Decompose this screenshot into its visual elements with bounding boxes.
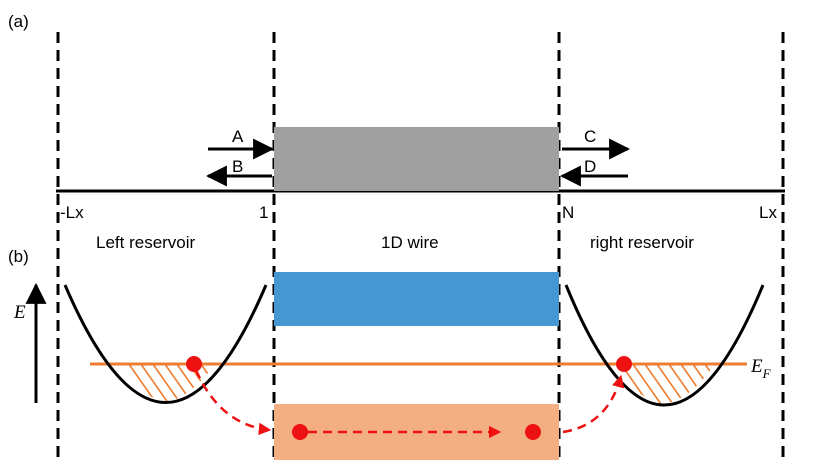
region-right: right reservoir: [590, 233, 694, 252]
transfer-arrow-out: [562, 374, 625, 434]
pos-wire-end: N: [562, 203, 574, 222]
fermi-level-label: EF: [750, 356, 772, 381]
flux-arrows: [205, 138, 631, 187]
right-filled-states: [613, 364, 715, 404]
transfer-arrows: [194, 369, 625, 439]
electron-wire-start: [292, 424, 308, 440]
upper-band: [274, 272, 559, 326]
panel-a-label: (a): [8, 12, 29, 31]
pos-wire-start: 1: [259, 203, 268, 222]
potential-barrier: [274, 127, 559, 191]
arrow-a-label: A: [232, 127, 244, 146]
arrow-d-label: D: [584, 157, 596, 176]
region-middle: 1D wire: [381, 233, 439, 252]
panel-b-label: (b): [8, 247, 29, 266]
left-filled-states: [118, 364, 215, 402]
pos-left-end: -Lx: [60, 203, 84, 222]
energy-axis-label: E: [13, 302, 26, 323]
arrow-b-label: B: [232, 157, 243, 176]
electrons: [186, 356, 632, 440]
region-left: Left reservoir: [96, 233, 196, 252]
pos-right-end: Lx: [759, 203, 777, 222]
transfer-arrow-in: [194, 369, 272, 436]
fermi-level-subscript: F: [762, 366, 772, 381]
left-dispersion-curve: [63, 284, 268, 404]
electron-right: [616, 356, 632, 372]
right-dispersion-curve: [564, 284, 765, 407]
electron-left: [186, 356, 202, 372]
arrow-c-label: C: [584, 127, 596, 146]
electron-wire-end: [525, 424, 541, 440]
